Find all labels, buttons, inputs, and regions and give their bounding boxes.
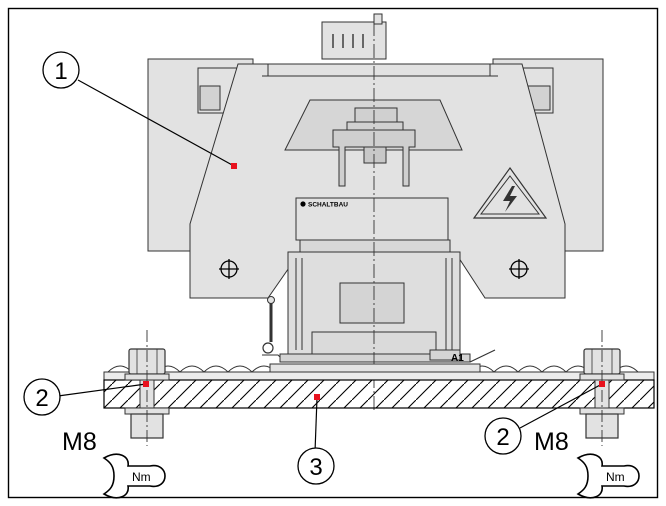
leader-line-3: [314, 397, 318, 453]
right-bolt-assembly: [579, 330, 625, 446]
callout-3: 3: [297, 447, 335, 485]
top-terminal-block: [321, 21, 387, 60]
bolt-size-right: M8: [534, 428, 569, 456]
leader-line-2-right: [519, 383, 603, 429]
callout-1-label: 1: [54, 58, 67, 85]
top-nut: [354, 107, 398, 123]
terminal-label: A1: [451, 353, 464, 364]
callout-3-label: 3: [309, 454, 322, 481]
callout-marker-2-right: [599, 381, 605, 387]
callout-2-right: 2: [484, 417, 522, 455]
base-foot: [279, 353, 471, 363]
callout-marker-2-left: [143, 381, 149, 387]
wrench-icon: Nm: [576, 453, 640, 499]
mounting-plate: [103, 363, 655, 409]
hatched-plate: [103, 379, 655, 409]
callout-2-left-label: 2: [35, 385, 48, 412]
clamp-bracket: [332, 129, 416, 187]
crosshair-screw-icon: [509, 259, 529, 279]
contactor-housing: SCHALTBAU: [147, 13, 604, 364]
callout-marker-3: [314, 394, 320, 400]
high-voltage-warning-icon: [472, 166, 548, 219]
crosshair-screw-icon: [219, 259, 239, 279]
brand-plate: [295, 197, 449, 241]
callout-marker-1: [231, 163, 237, 169]
callout-1: 1: [42, 51, 80, 89]
brand-logo-icon: [300, 201, 306, 207]
bolt-size-left: M8: [62, 428, 97, 456]
leader-line-1: [77, 79, 235, 167]
brand-label: SCHALTBAU: [308, 202, 348, 209]
leader-line-2-left: [57, 383, 147, 397]
callout-2-left: 2: [23, 378, 61, 416]
frame-border: [7, 7, 659, 499]
torque-label-left: Nm: [132, 470, 151, 484]
torque-label-right: Nm: [606, 470, 625, 484]
callout-2-right-label: 2: [496, 424, 509, 451]
wrench-icon: Nm: [102, 453, 166, 499]
left-bolt-assembly: [124, 330, 170, 446]
